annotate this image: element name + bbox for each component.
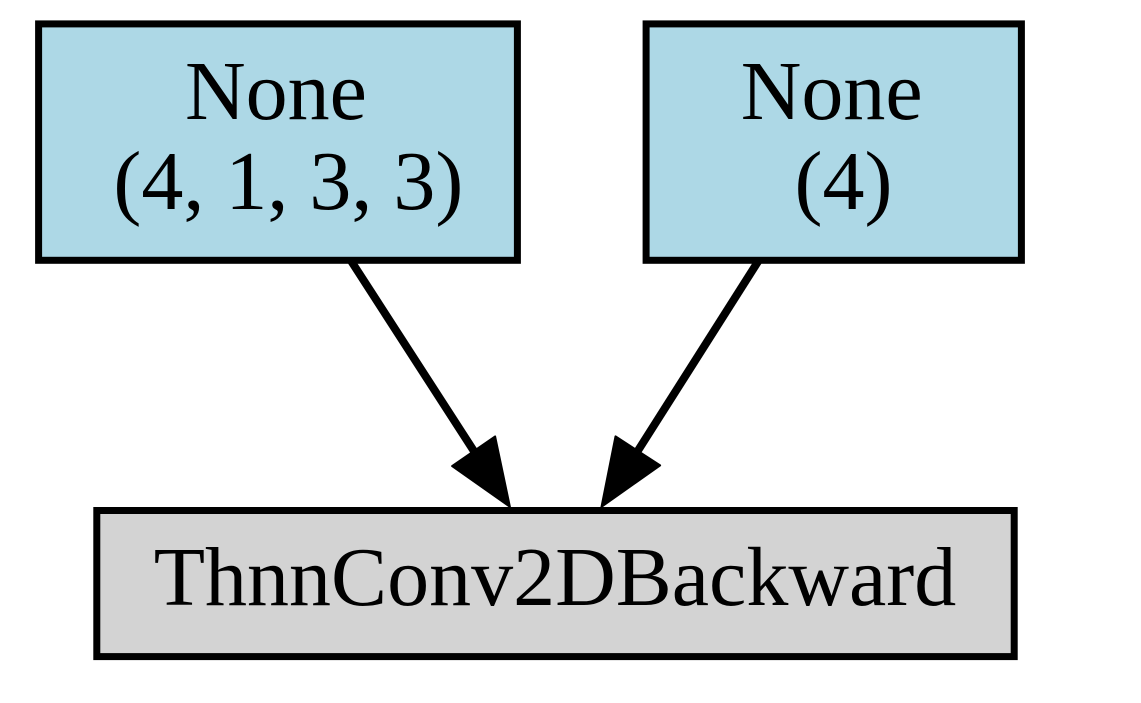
svg-text:ThnnConv2DBackward: ThnnConv2DBackward [154,531,957,624]
svg-text:None: None [185,45,367,138]
svg-text:(4): (4) [795,135,893,228]
svg-text:None: None [741,45,923,138]
svg-text:(4, 1, 3, 3): (4, 1, 3, 3) [113,135,463,228]
